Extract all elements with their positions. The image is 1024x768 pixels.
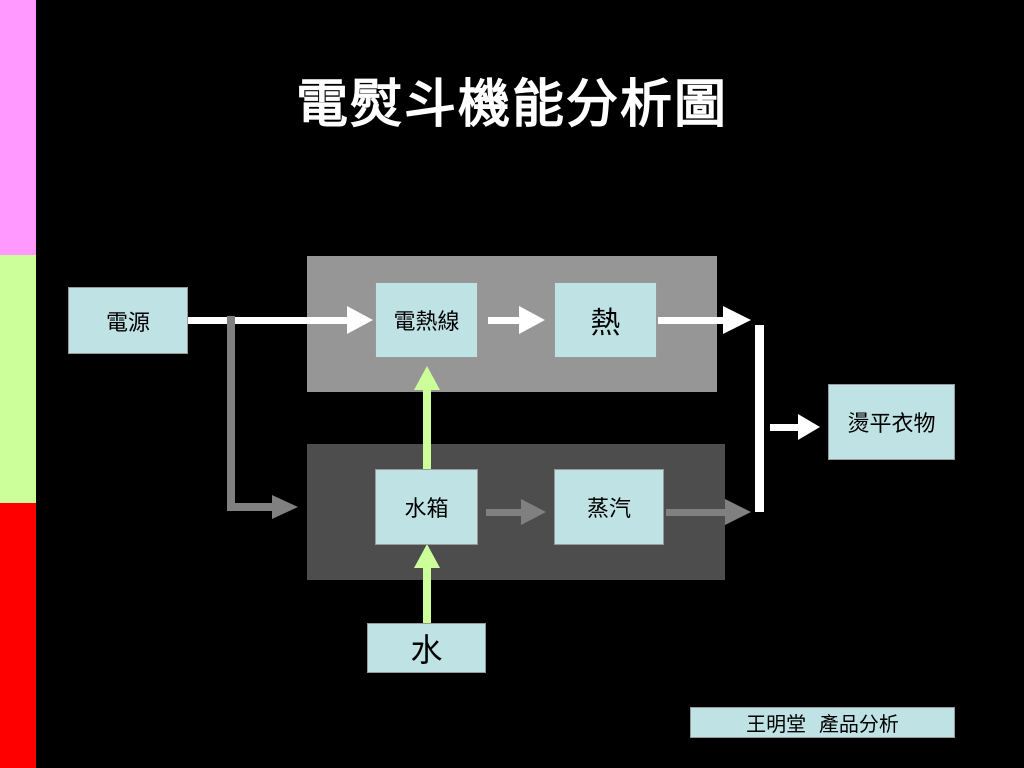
side-stripe-pink bbox=[0, 0, 36, 255]
arrow-water-to-tank bbox=[414, 544, 440, 624]
collector-bar bbox=[755, 325, 764, 512]
node-ironed-clothes: 燙平衣物 bbox=[828, 384, 955, 460]
arrow-heat-to-collector bbox=[658, 306, 751, 334]
arrow-steam-to-collector bbox=[666, 499, 751, 525]
node-water-tank: 水箱 bbox=[375, 469, 478, 545]
arrow-power-to-tank bbox=[227, 316, 298, 519]
page-title: 電熨斗機能分析圖 bbox=[295, 75, 728, 135]
node-heating-coil: 電熱線 bbox=[375, 282, 478, 358]
side-stripe-green bbox=[0, 255, 36, 503]
arrow-power-to-coil bbox=[188, 306, 373, 334]
arrow-collector-to-result bbox=[770, 414, 820, 440]
node-steam: 蒸汽 bbox=[554, 469, 664, 545]
footer-label: 王明堂 產品分析 bbox=[690, 707, 955, 738]
arrow-tank-to-coil bbox=[414, 366, 440, 469]
side-stripe-red bbox=[0, 503, 36, 768]
arrow-coil-to-heat bbox=[488, 306, 545, 334]
node-water: 水 bbox=[367, 623, 486, 673]
node-power: 電源 bbox=[68, 287, 188, 354]
arrow-tank-to-steam bbox=[486, 499, 546, 525]
node-heat: 熱 bbox=[554, 282, 657, 358]
